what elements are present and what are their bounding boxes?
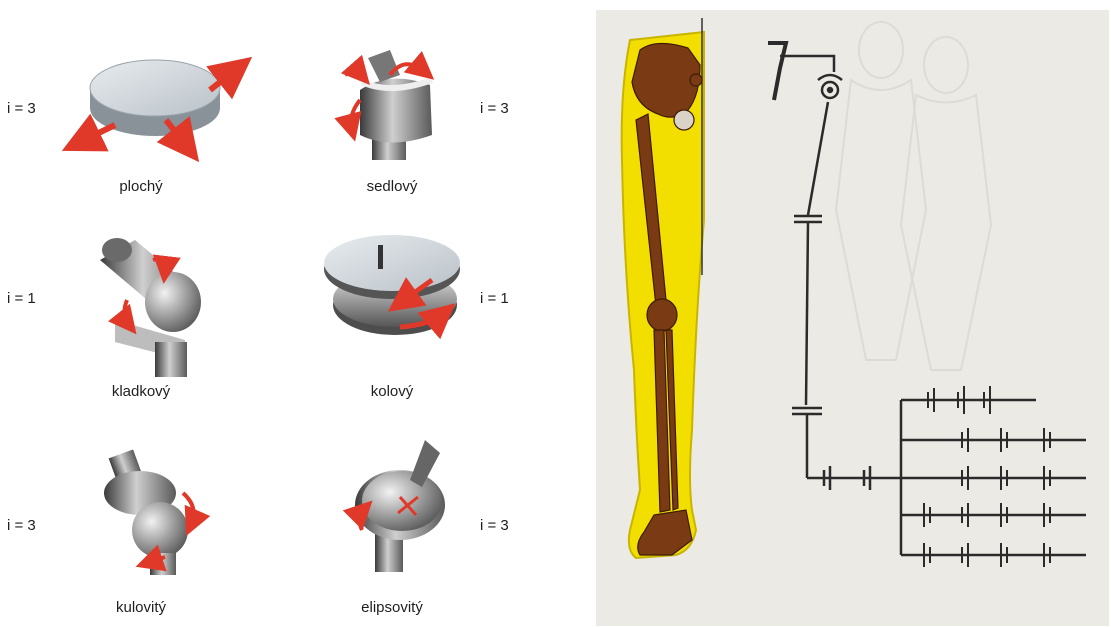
ball-joint-illustration xyxy=(95,445,215,575)
saddle-joint-label: sedlový xyxy=(367,178,418,195)
ball-joint-label: kulovitý xyxy=(116,599,166,616)
flat-joint-illustration xyxy=(60,40,250,170)
kinematic-chain-diagram xyxy=(768,43,1086,555)
toe-joint-symbols xyxy=(924,386,1050,567)
hinge-joint-label: kladkový xyxy=(112,383,170,400)
background-figures xyxy=(836,22,991,370)
pivot-joint-i: i = 1 xyxy=(480,290,509,307)
hinge-joint-i: i = 1 xyxy=(7,290,36,307)
pivot-joint-label: kolový xyxy=(371,383,414,400)
hinge-joint-illustration xyxy=(95,230,225,380)
ellipsoid-joint-i: i = 3 xyxy=(480,517,509,534)
flat-joint-label: plochý xyxy=(119,178,162,195)
ellipsoid-joint-illustration xyxy=(340,435,460,575)
saddle-joint-i: i = 3 xyxy=(480,100,509,117)
flat-joint-i: i = 3 xyxy=(7,100,36,117)
saddle-joint-illustration xyxy=(320,40,460,170)
ellipsoid-joint-label: elipsovitý xyxy=(361,599,423,616)
leg-kinematic-chain-photo xyxy=(596,10,1109,626)
ball-joint-i: i = 3 xyxy=(7,517,36,534)
pivot-joint-illustration xyxy=(320,225,470,345)
joint-types-panel: i = 3 plochý i = 3 sedlový i = 1 kladkov… xyxy=(0,0,590,627)
